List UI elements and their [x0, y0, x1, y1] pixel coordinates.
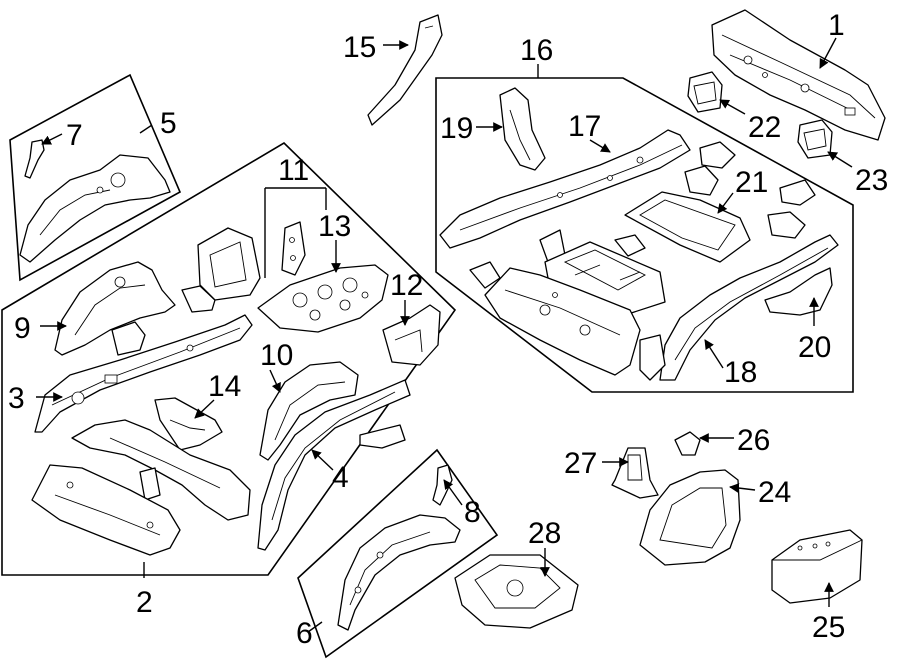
- callout-14: 14: [208, 370, 241, 403]
- leader-lines: [36, 37, 853, 633]
- part-3-rail: [34, 314, 253, 433]
- callout-13: 13: [318, 210, 351, 243]
- callout-9: 9: [14, 312, 31, 345]
- part-4-rail: [257, 379, 411, 551]
- callout-24: 24: [758, 476, 791, 509]
- group-outline-16: [435, 77, 854, 393]
- callout-18: 18: [724, 356, 757, 389]
- part-28-tub: [454, 554, 579, 629]
- callout-8: 8: [464, 496, 481, 529]
- callout-2: 2: [136, 586, 153, 619]
- part-5-wheelhouse: [19, 154, 171, 263]
- part-17-floor-brackets: [684, 141, 816, 239]
- callout-10: 10: [260, 339, 293, 372]
- callout-1: 1: [828, 9, 845, 42]
- group-outline-5: [9, 73, 182, 282]
- callout-7: 7: [66, 119, 83, 152]
- callout-25: 25: [812, 611, 845, 644]
- callout-4: 4: [332, 461, 349, 494]
- callout-12: 12: [390, 269, 423, 302]
- part-15-strip: [367, 14, 443, 126]
- part-2-crossmember: [71, 419, 251, 521]
- callout-5: 5: [160, 107, 177, 140]
- part-16-rear-crossmember: [484, 267, 641, 376]
- part-1-rear-panel: [711, 9, 886, 141]
- part-13-floor-pan: [257, 264, 389, 333]
- callout-20: 20: [798, 331, 831, 364]
- part-10-wheelhouse-outer: [259, 361, 359, 461]
- part-7-bracket: [24, 139, 45, 179]
- part-26-clip: [674, 431, 701, 456]
- part-23-mount: [797, 119, 833, 159]
- part-17-side-member: [439, 129, 691, 249]
- part-2-floor-section: [31, 464, 181, 556]
- part-8-bracket: [432, 464, 453, 506]
- callout-28: 28: [528, 517, 561, 550]
- part-16-floor-parts: [469, 229, 666, 316]
- callout-11: 11: [278, 154, 309, 187]
- callout-23: 23: [855, 164, 888, 197]
- callout-16: 16: [520, 34, 553, 67]
- callout-6: 6: [296, 617, 313, 650]
- part-24-trim: [639, 469, 741, 566]
- callout-22: 22: [748, 111, 781, 144]
- part-21-floor-panel: [624, 191, 751, 263]
- part-14-bracket: [154, 397, 223, 451]
- callout-19: 19: [440, 112, 473, 145]
- part-27-bracket: [611, 447, 659, 499]
- callout-21: 21: [735, 166, 768, 199]
- callout-26: 26: [737, 424, 770, 457]
- callout-15: 15: [343, 31, 376, 64]
- callout-17: 17: [568, 110, 601, 143]
- part-9-inner-wheelhouse: [54, 261, 176, 356]
- part-22-mount: [687, 71, 723, 113]
- part-12-bracket: [382, 304, 441, 366]
- part-19-bracket: [499, 87, 546, 171]
- callout-27: 27: [564, 447, 597, 480]
- part-6-wheelhouse: [337, 514, 461, 631]
- group-outline-6: [297, 448, 499, 659]
- part-18-side-member: [639, 234, 839, 381]
- part-25-block: [771, 529, 863, 604]
- part-11-brace: [197, 221, 306, 301]
- callout-3: 3: [8, 382, 25, 415]
